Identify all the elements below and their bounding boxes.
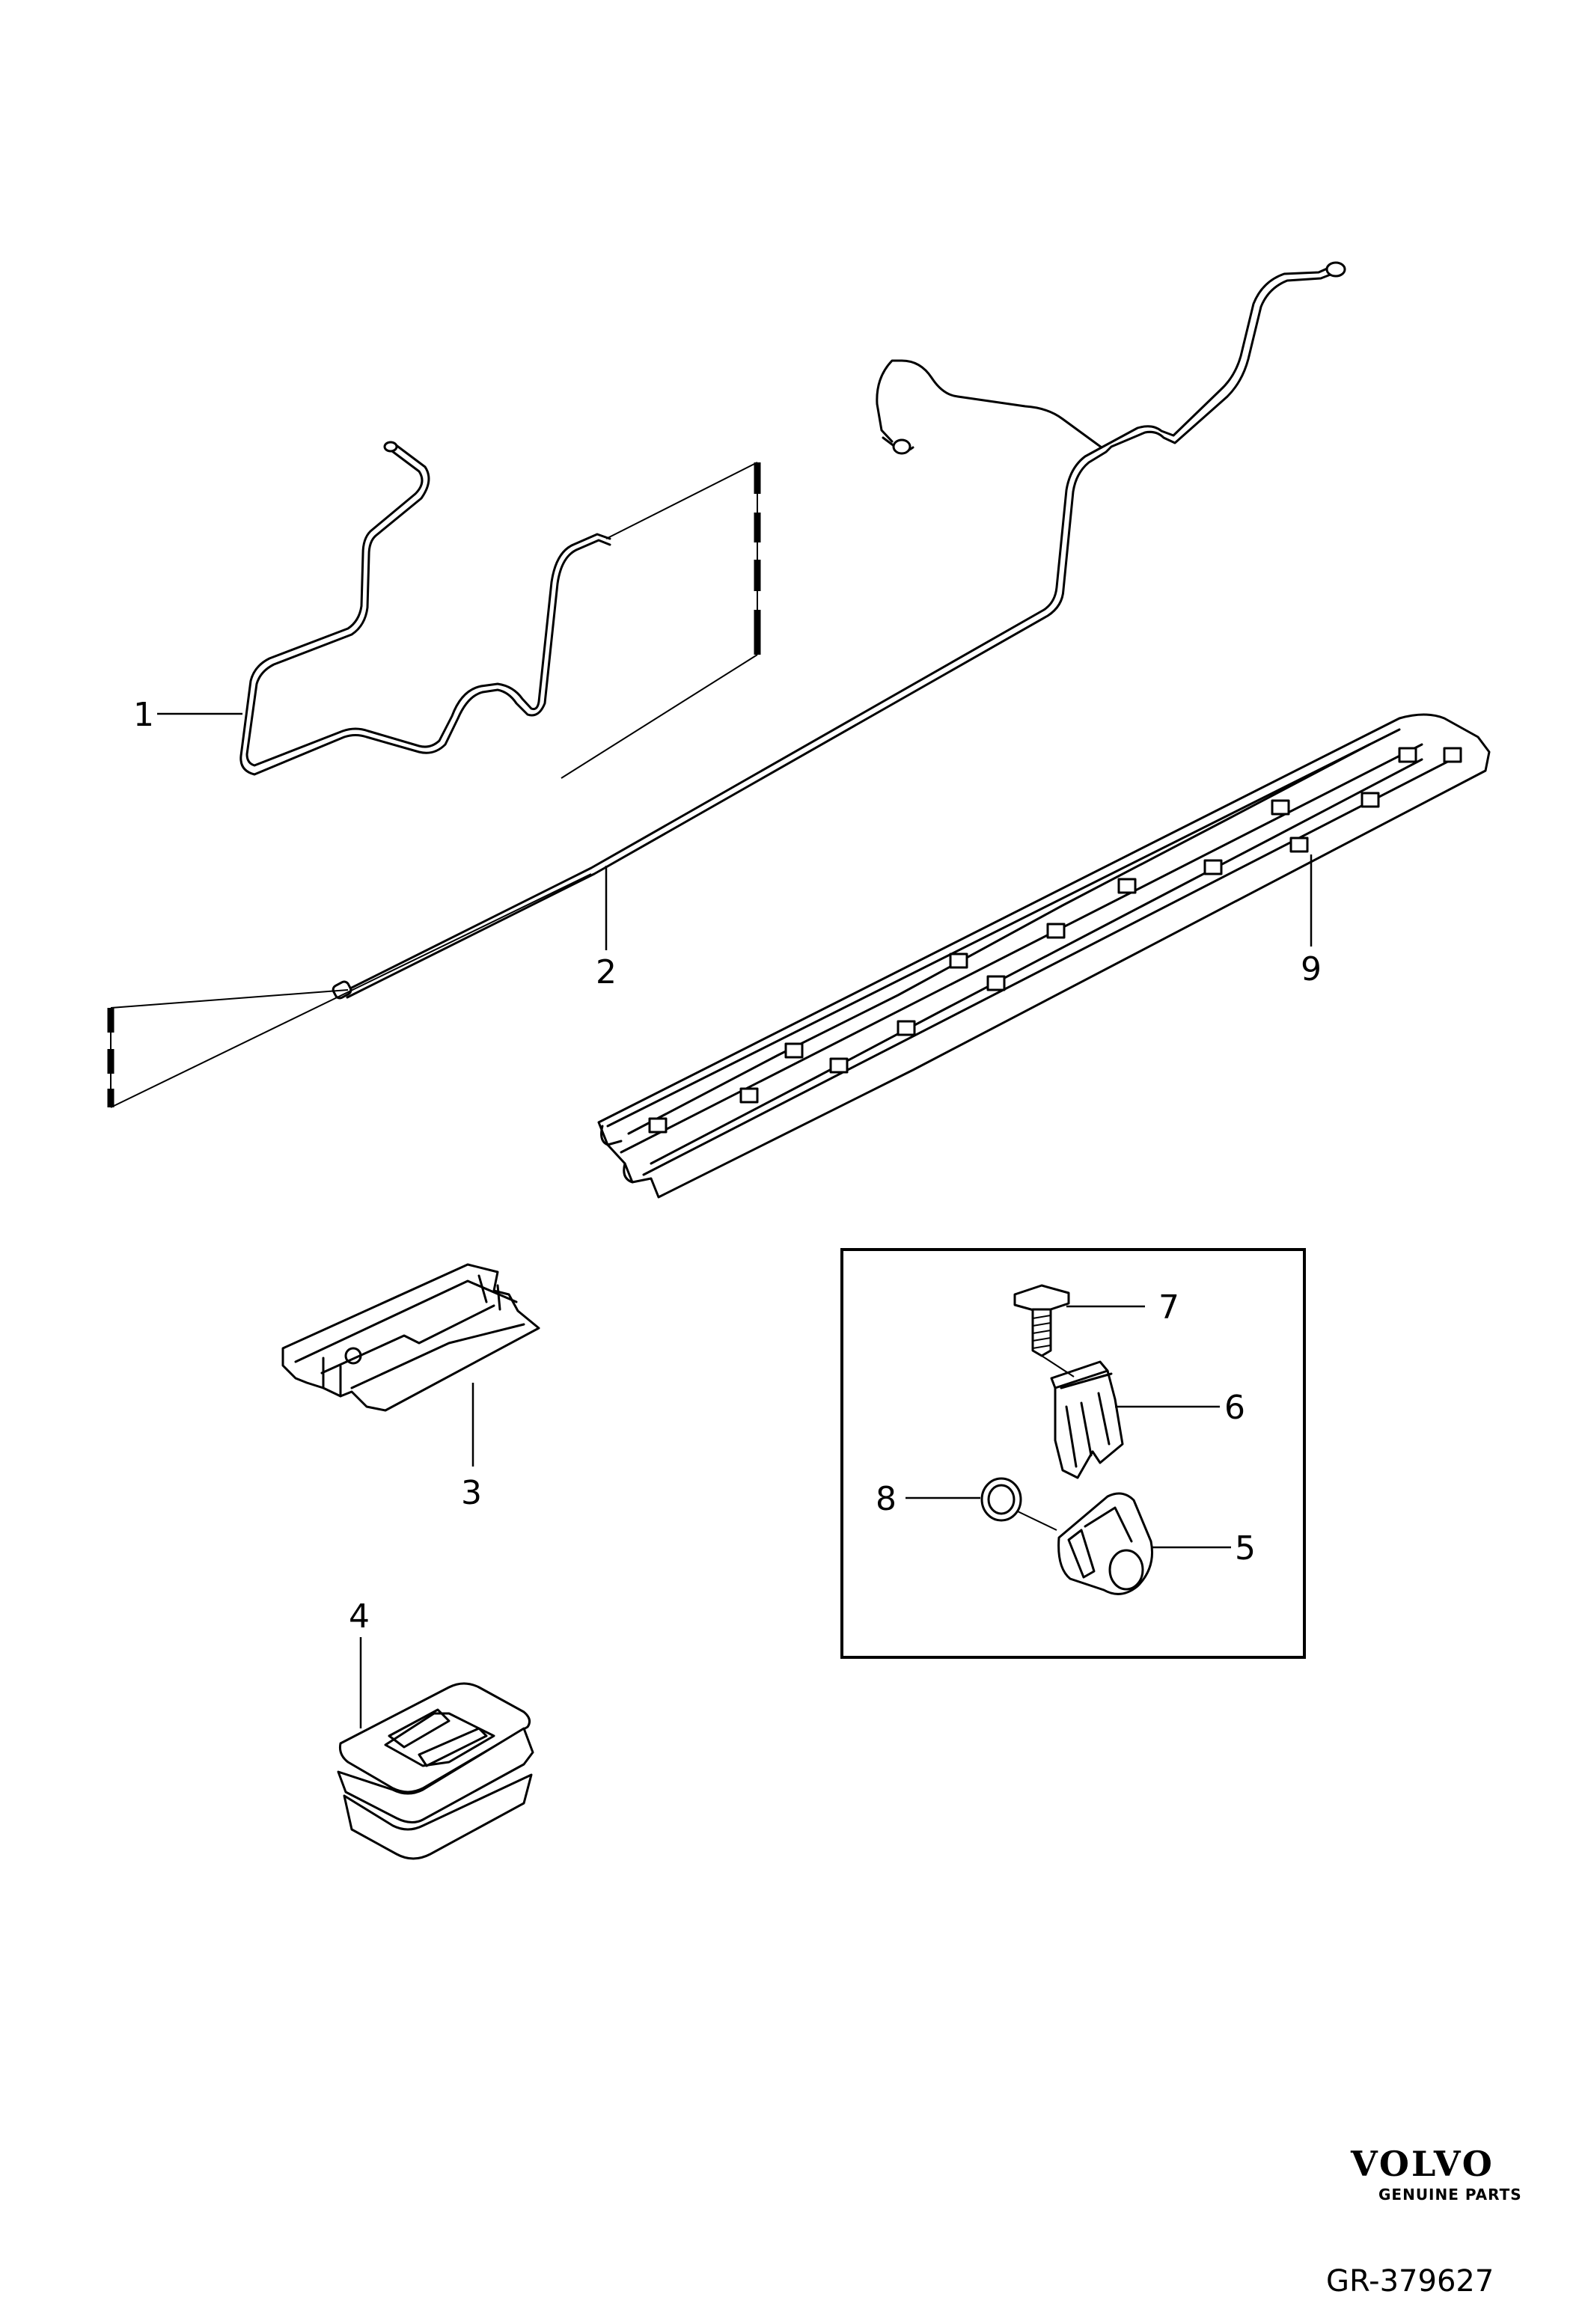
pipe-break-frame-2 [107, 873, 592, 1108]
pipe-part-1 [239, 441, 611, 776]
detail-frame [840, 1248, 1306, 1659]
assembly-lines [1017, 1355, 1075, 1531]
brand-name: VOLVO [1350, 2144, 1494, 2184]
pipe-break-frame-1 [561, 462, 761, 779]
rail-clips [648, 747, 1462, 1134]
o-ring-part-8 [980, 1477, 1022, 1522]
callout-2: 2 [596, 953, 617, 991]
callout-8: 8 [876, 1480, 897, 1518]
diagram-reference: GR-379627 [1326, 2264, 1494, 2299]
callout-labels: 1 2 9 3 4 5 6 7 8 [133, 696, 1322, 1636]
brand-tagline: GENUINE PARTS [1378, 2186, 1522, 2204]
rail-part-9 [597, 713, 1491, 1199]
callout-3: 3 [461, 1474, 482, 1512]
bracket-part-3 [281, 1263, 540, 1412]
connector-part-5 [1057, 1492, 1154, 1595]
pipe-part-2 [332, 261, 1346, 1000]
callout-9: 9 [1301, 950, 1322, 988]
callout-5: 5 [1235, 1529, 1256, 1568]
callout-1: 1 [133, 696, 154, 734]
callout-6: 6 [1224, 1389, 1245, 1427]
screw-part-7 [1013, 1284, 1070, 1357]
clip-nut-part-6 [1050, 1360, 1124, 1479]
leader-lines [157, 712, 1313, 1728]
volvo-logo: VOLVO GENUINE PARTS [1350, 2144, 1522, 2204]
callout-7: 7 [1158, 1288, 1179, 1327]
clip-part-4 [337, 1682, 534, 1860]
callout-4: 4 [349, 1597, 370, 1636]
